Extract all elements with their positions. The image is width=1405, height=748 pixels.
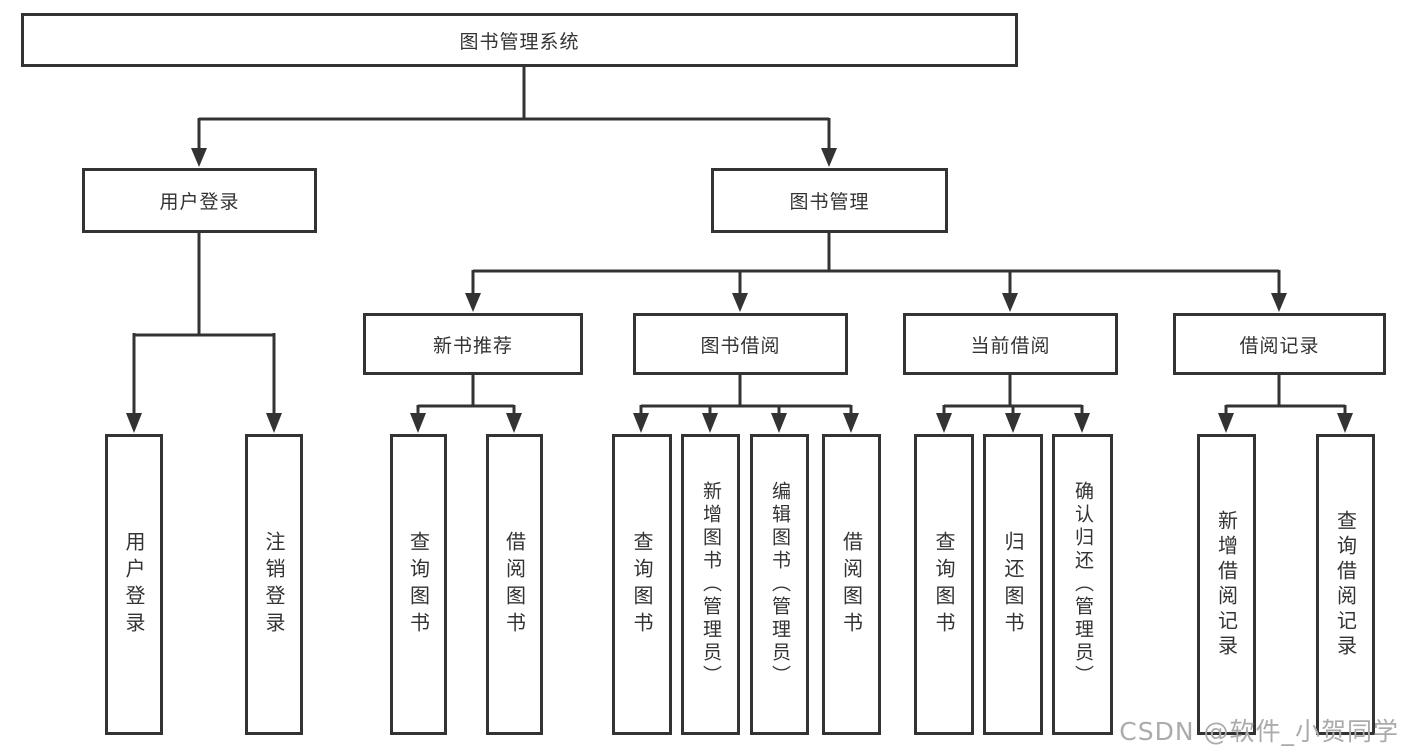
leaf-query-books-borrowing-label: 查询图书 [630,530,654,639]
watermark: CSDN @软件_小贺同学 [1119,717,1399,746]
leaf-query-books-borrowing: 查询图书 [612,434,672,735]
leaf-query-books-recommend-label: 查询图书 [406,530,431,639]
node-new-book-recommend: 新书推荐 [363,313,583,375]
leaf-return-books: 归还图书 [983,434,1043,735]
leaf-query-books-recommend: 查询图书 [390,434,447,735]
leaf-borrow-books-recommend: 借阅图书 [486,434,543,735]
leaf-edit-book-admin-label: 编辑图书（管理员） [769,481,791,688]
node-book-borrowing: 图书借阅 [633,313,848,375]
leaf-add-borrow-record-label: 新增借阅记录 [1214,509,1239,660]
leaf-logout-label: 注销登录 [262,530,286,639]
leaf-confirm-return-admin-label: 确认归还（管理员） [1072,481,1094,688]
leaf-add-book-admin-label: 新增图书（管理员） [700,481,722,688]
leaf-user-login: 用户登录 [105,434,163,735]
node-borrowing-records: 借阅记录 [1173,313,1386,375]
leaf-borrow-books-borrowing: 借阅图书 [822,434,881,735]
leaf-borrow-books-recommend-label: 借阅图书 [502,530,527,639]
node-user-login: 用户登录 [82,168,317,233]
leaf-borrow-books-borrowing-label: 借阅图书 [839,530,864,639]
node-book-management: 图书管理 [711,168,948,233]
leaf-add-book-admin: 新增图书（管理员） [681,434,740,735]
leaf-logout: 注销登录 [245,434,303,735]
leaf-query-books-current: 查询图书 [914,434,974,735]
leaf-confirm-return-admin: 确认归还（管理员） [1052,434,1113,735]
node-library-system: 图书管理系统 [21,13,1018,67]
leaf-edit-book-admin: 编辑图书（管理员） [750,434,809,735]
leaf-add-borrow-record: 新增借阅记录 [1197,434,1256,735]
leaf-user-login-label: 用户登录 [122,530,146,639]
leaf-query-books-current-label: 查询图书 [932,530,956,639]
leaf-query-borrow-record-label: 查询借阅记录 [1333,509,1358,660]
leaf-return-books-label: 归还图书 [1001,530,1025,639]
leaf-query-borrow-record: 查询借阅记录 [1316,434,1375,735]
node-current-borrowing: 当前借阅 [903,313,1118,375]
